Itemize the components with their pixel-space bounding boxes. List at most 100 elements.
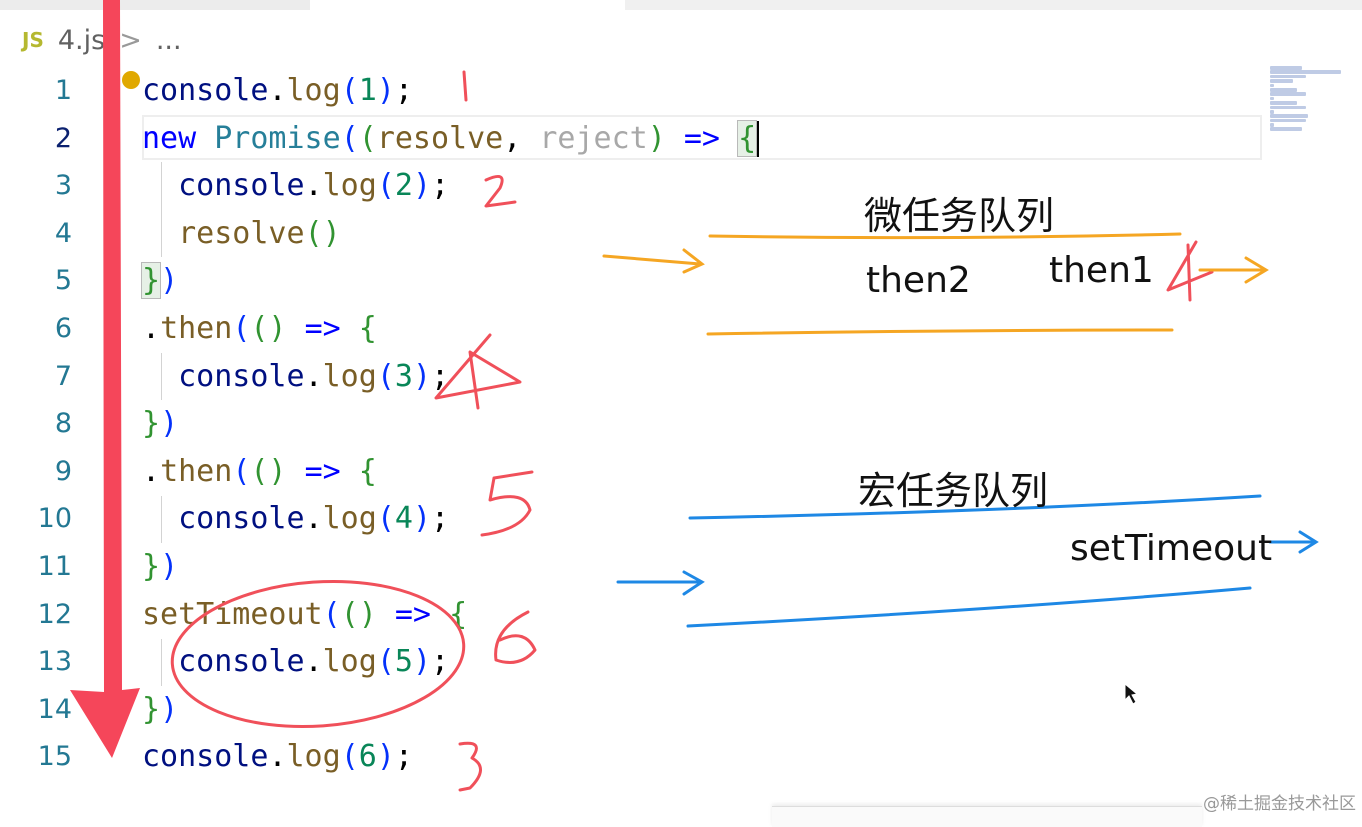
code-token: ) [376,739,395,775]
current-line-highlight [142,115,1262,160]
code-line[interactable]: console.log(4); [142,495,759,543]
code-token: resolve [376,120,504,156]
handwritten-3 [458,741,482,792]
code-token: ( [376,644,395,680]
minimap-line [1270,79,1294,83]
code-editor[interactable]: console.log(1);new Promise((resolve, rej… [140,67,760,781]
code-line[interactable]: resolve() [142,210,759,258]
microtask-top-line [708,232,1182,240]
code-token: 2 [394,168,413,204]
minimap-line [1270,105,1306,110]
code-token: ( [322,596,341,632]
code-line[interactable]: }) [140,257,759,305]
code-token: ( [340,73,359,108]
code-token: } [140,262,162,300]
handwritten-5 [480,470,534,537]
minimap-line [1270,87,1298,92]
code-token: ) [647,120,666,156]
code-line[interactable]: }) [142,543,759,591]
code-token: => [304,310,341,346]
code-token: => [304,453,341,489]
indent-guide [161,162,162,257]
minimap-line [1270,83,1275,88]
code-token: , [503,120,540,156]
macrotask-bottom-line [686,586,1252,628]
bottom-panel [772,806,1202,827]
code-line[interactable]: console.log(2); [142,162,759,210]
line-number: 13 [37,646,72,678]
code-token: log [322,501,377,537]
execution-order-arrow [70,0,140,758]
code-token: ; [431,168,450,204]
code-token: ; [394,73,413,108]
code-token: ; [394,739,413,775]
microtask-item: then1 [1049,250,1154,291]
line-number: 10 [37,503,72,535]
macrotask-top-line [688,494,1262,520]
handwritten-6 [494,610,537,664]
code-token: console [142,73,269,108]
code-token: console [142,168,305,204]
minimap[interactable] [1270,66,1360,132]
line-number: 7 [54,360,72,392]
indent-guide [161,496,162,543]
code-token: { [358,453,377,489]
code-token: ) [160,548,179,584]
code-token: setTimeout [142,596,323,632]
code-token: log [322,168,377,204]
code-line[interactable]: .then(() => { [142,448,759,496]
code-token: . [268,73,287,108]
text-cursor [756,121,760,158]
minimap-line [1270,118,1306,123]
code-token: ( [376,358,395,394]
code-token: log [322,358,377,394]
code-token: log [286,739,341,775]
line-number: 11 [37,550,72,582]
breadcrumb-file[interactable]: 4.js [57,24,106,56]
minimap-line [1270,96,1275,101]
code-line[interactable]: console.log(5); [142,638,759,686]
code-line[interactable]: }) [142,400,759,448]
minimap-line [1270,114,1308,118]
code-token: 5 [394,644,413,680]
handwritten-2 [484,174,517,208]
line-number: 8 [54,408,72,440]
minimap-line [1270,70,1342,74]
code-token: } [142,406,161,442]
code-token: { [737,119,758,157]
code-line[interactable]: console.log(6); [142,733,759,781]
code-token: . [142,310,161,346]
code-line[interactable]: console.log(1); [142,67,759,115]
code-token: ) [412,358,431,394]
code-token: . [304,168,323,204]
code-token: ( [340,120,359,156]
code-token: console [142,501,305,537]
code-token: ( [232,453,251,489]
code-token: . [304,501,323,537]
javascript-file-icon: JS [22,28,44,52]
microtask-queue-title: 微任务队列 [864,194,1055,238]
microtask-in-arrow [602,248,705,274]
code-token: ; [431,358,450,394]
code-token: ( [232,310,251,346]
code-line[interactable]: new Promise((resolve, reject) => { [142,115,760,163]
minimap-line [1270,127,1302,132]
code-line[interactable]: }) [142,686,759,734]
code-token: { [358,310,377,346]
code-line[interactable]: .then(() => { [142,305,759,353]
code-line[interactable]: setTimeout(() => { [142,591,759,639]
chevron-right-icon: > [119,24,142,56]
code-token: . [142,453,161,489]
minimap-line [1270,74,1306,79]
breadcrumb-symbols[interactable]: ... [155,24,182,56]
line-number: 6 [54,312,72,344]
macrotask-queue-title: 宏任务队列 [858,469,1049,513]
watermark: @稀土掘金技术社区 [1203,794,1356,814]
code-token: ) [412,501,431,537]
code-token: then [160,453,233,489]
code-token: then [160,310,233,346]
code-line[interactable]: console.log(3); [142,353,759,401]
line-number: 12 [37,598,72,630]
code-token: () [340,596,377,632]
